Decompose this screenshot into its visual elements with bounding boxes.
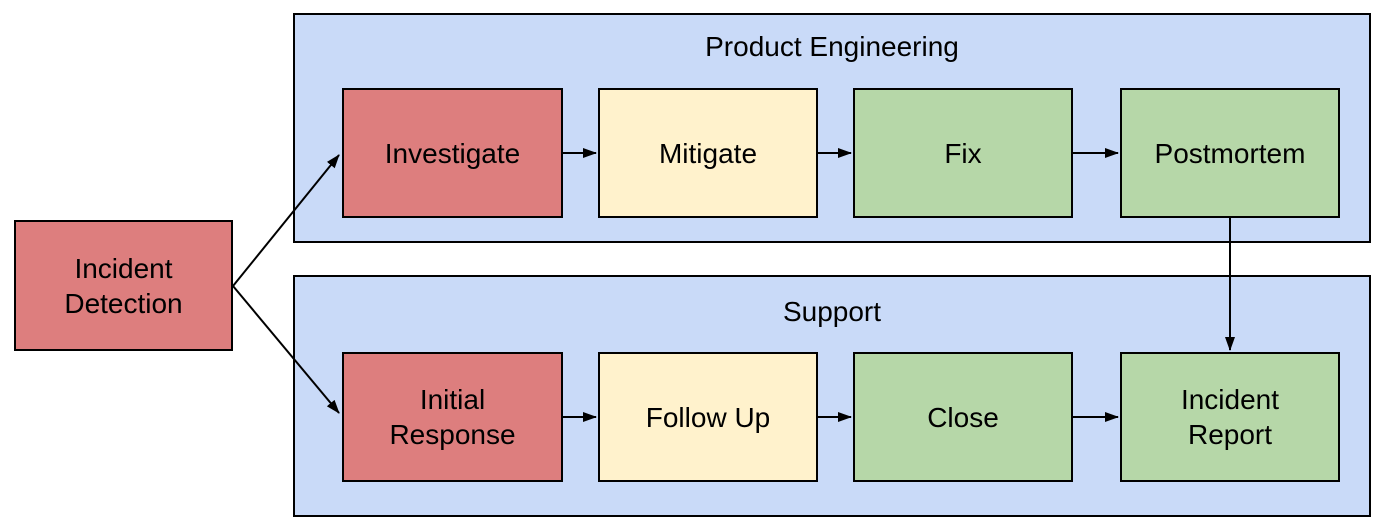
- lane-title-product-engineering: Product Engineering: [705, 31, 959, 62]
- node-fix: Fix: [853, 88, 1073, 218]
- node-initial-response: Initial Response: [342, 352, 563, 482]
- node-postmortem: Postmortem: [1120, 88, 1340, 218]
- lane-title-support: Support: [782, 296, 882, 327]
- node-close: Close: [853, 352, 1073, 482]
- node-incident-report: Incident Report: [1120, 352, 1340, 482]
- node-investigate: Investigate: [342, 88, 563, 218]
- node-mitigate: Mitigate: [598, 88, 818, 218]
- node-follow-up: Follow Up: [598, 352, 818, 482]
- node-incident-detection: Incident Detection: [14, 220, 233, 351]
